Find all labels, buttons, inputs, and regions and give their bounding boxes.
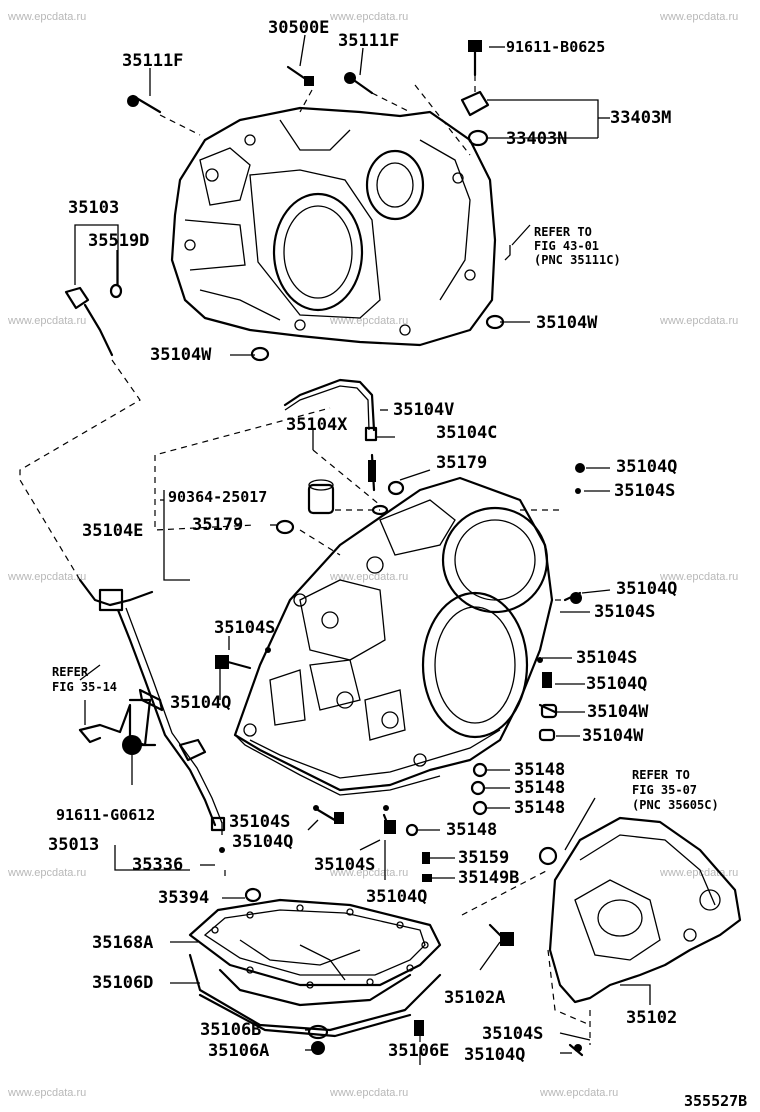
ref-text: (PNC 35605C) — [632, 798, 719, 812]
label-35106A: 35106A — [208, 1041, 269, 1061]
label-35103: 35103 — [68, 198, 119, 218]
watermark: www.epcdata.ru — [659, 571, 738, 583]
label-35104Q: 35104Q — [616, 579, 677, 599]
label-35179: 35179 — [436, 453, 487, 473]
side-bolts — [215, 463, 585, 742]
transaxle-case — [233, 476, 554, 796]
label-91611-G0612: 91611-G0612 — [56, 806, 155, 824]
label-33403N: 33403N — [506, 129, 567, 149]
ref-text: FIG 35-14 — [52, 680, 117, 694]
extension-housing — [461, 816, 742, 1057]
label-35104W: 35104W — [587, 702, 649, 722]
label-30500E: 30500E — [268, 18, 329, 38]
label-35104Q: 35104Q — [586, 674, 647, 694]
label-35104W: 35104W — [536, 313, 598, 333]
dipstick-tube — [78, 578, 226, 832]
watermark: www.epcdata.ru — [7, 1087, 86, 1099]
label-35336: 35336 — [132, 855, 183, 875]
label-35104Q: 35104Q — [366, 887, 427, 907]
oil-pipes — [275, 378, 405, 535]
top-bolts — [127, 40, 490, 156]
bracket — [78, 698, 152, 747]
label-35104W: 35104W — [582, 726, 644, 746]
label-35013: 35013 — [48, 835, 99, 855]
diagram-id: 355527B — [684, 1092, 747, 1110]
label-35102: 35102 — [626, 1008, 677, 1028]
watermark: www.epcdata.ru — [7, 11, 86, 23]
label-90364-25017: 90364-25017 — [168, 488, 267, 506]
label-35148: 35148 — [446, 820, 497, 840]
watermark: www.epcdata.ru — [7, 867, 86, 879]
label-35104V: 35104V — [393, 400, 454, 420]
label-35168A: 35168A — [92, 933, 153, 953]
watermark: www.epcdata.ru — [329, 11, 408, 23]
label-35104S: 35104S — [482, 1024, 543, 1044]
label-91611-B0625: 91611-B0625 — [506, 38, 605, 56]
ref-text: (PNC 35111C) — [534, 253, 621, 267]
oil-pan — [188, 898, 442, 1055]
watermark: www.epcdata.ru — [329, 867, 408, 879]
watermark: www.epcdata.ru — [539, 1087, 618, 1099]
watermark: www.epcdata.ru — [7, 315, 86, 327]
label-35148: 35148 — [514, 760, 565, 780]
label-35104S: 35104S — [576, 648, 637, 668]
label-35106D: 35106D — [92, 973, 153, 993]
label-35104Q: 35104Q — [232, 832, 293, 852]
label-35104Q: 35104Q — [170, 693, 231, 713]
label-35394: 35394 — [158, 888, 209, 908]
label-35104W: 35104W — [150, 345, 212, 365]
speed-sensor — [19, 283, 141, 581]
label-35104S: 35104S — [614, 481, 675, 501]
label-35104E: 35104E — [82, 521, 143, 541]
watermark: www.epcdata.ru — [329, 1087, 408, 1099]
label-35111F: 35111F — [122, 51, 183, 71]
leader-lines — [74, 34, 651, 1065]
small-parts — [219, 762, 488, 903]
label-35111F: 35111F — [338, 31, 399, 51]
label-35104S: 35104S — [314, 855, 375, 875]
ref-text: REFER — [52, 665, 89, 679]
label-35149B: 35149B — [458, 868, 519, 888]
label-35102A: 35102A — [444, 988, 505, 1008]
label-35519D: 35519D — [88, 231, 149, 251]
label-35104X: 35104X — [286, 415, 348, 435]
label-35148: 35148 — [514, 778, 565, 798]
ref-text: REFER TO — [534, 225, 592, 239]
label-35148: 35148 — [514, 798, 565, 818]
label-35104S: 35104S — [594, 602, 655, 622]
ref-text: REFER TO — [632, 768, 690, 782]
ref-text: FIG 35-07 — [632, 783, 697, 797]
label-35104C: 35104C — [436, 423, 497, 443]
label-35106E: 35106E — [388, 1041, 449, 1061]
ref-text: FIG 43-01 — [534, 239, 599, 253]
watermark-layer: www.epcdata.ru www.epcdata.ru www.epcdat… — [7, 11, 738, 1099]
watermark: www.epcdata.ru — [329, 571, 408, 583]
label-35104S: 35104S — [214, 618, 275, 638]
watermark: www.epcdata.ru — [659, 315, 738, 327]
watermark: www.epcdata.ru — [7, 571, 86, 583]
label-35106B: 35106B — [200, 1020, 261, 1040]
bolt — [122, 735, 157, 755]
converter-housing — [170, 106, 497, 347]
label-35104Q: 35104Q — [464, 1045, 525, 1065]
label-35159: 35159 — [458, 848, 509, 868]
label-35104Q: 35104Q — [616, 457, 677, 477]
watermark: www.epcdata.ru — [659, 11, 738, 23]
label-33403M: 33403M — [610, 108, 671, 128]
label-35179: 35179 — [192, 515, 243, 535]
part-labels: 30500E 35111F 35111F 91611-B0625 33403M … — [48, 18, 747, 1110]
label-35104S: 35104S — [229, 812, 290, 832]
dowel-pin — [250, 346, 270, 362]
